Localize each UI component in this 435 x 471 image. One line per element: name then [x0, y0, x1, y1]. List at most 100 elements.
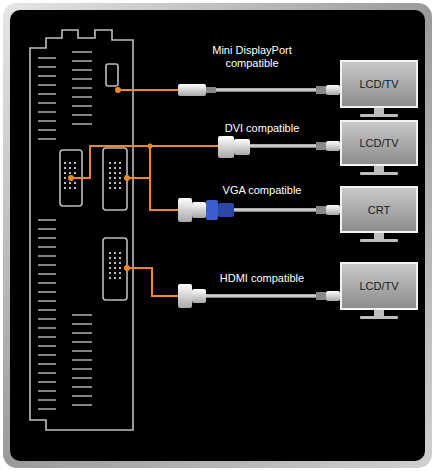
vent-slot — [38, 408, 56, 409]
bracket-outline — [30, 30, 133, 430]
drawing-part — [374, 233, 384, 239]
drawing-part — [360, 172, 398, 175]
port-pin — [119, 167, 121, 169]
port-pin — [69, 167, 71, 169]
drawing-part — [192, 289, 206, 303]
drawing-part — [316, 86, 326, 94]
monitor-screen: LCD/TV — [340, 120, 418, 166]
drawing-part — [234, 139, 250, 155]
vent-slot — [38, 291, 56, 292]
cable — [216, 88, 316, 92]
bracket — [30, 30, 133, 430]
vent-slot — [72, 323, 92, 324]
port-pin — [119, 277, 121, 279]
drawing-part — [124, 175, 130, 181]
vent-slots — [38, 52, 92, 409]
vent-slot — [72, 350, 92, 351]
port-pin — [119, 267, 121, 269]
drawing-part — [115, 87, 121, 93]
vent-slot — [72, 377, 92, 378]
port-pin — [74, 162, 76, 164]
port-pin — [114, 172, 116, 174]
port-pin — [109, 267, 111, 269]
port-pin — [64, 182, 66, 184]
port-pin — [119, 172, 121, 174]
drawing-part — [148, 144, 153, 149]
cable — [250, 144, 316, 148]
vent-slot — [38, 336, 56, 337]
port-pin — [109, 172, 111, 174]
dvi-port — [103, 148, 127, 210]
vent-slot — [38, 129, 56, 130]
vent-slot — [72, 359, 92, 360]
vent-slot — [38, 390, 56, 391]
port-pin — [114, 277, 116, 279]
outer-frame — [3, 3, 432, 468]
dvi-vga-adapter — [178, 198, 192, 222]
vent-slot — [38, 381, 56, 382]
drawing-part — [360, 239, 398, 242]
vent-slot — [38, 93, 56, 94]
leader-line — [127, 177, 150, 179]
port-pin — [64, 187, 66, 189]
port-pin — [109, 257, 111, 259]
inner-panel — [10, 10, 425, 461]
cable — [206, 294, 316, 298]
vent-slot — [72, 114, 92, 115]
vent-slot — [38, 228, 56, 229]
vent-slot — [38, 363, 56, 364]
vent-slot — [38, 57, 56, 58]
drawing-part — [374, 166, 384, 172]
cable — [234, 208, 316, 212]
vent-slot — [38, 354, 56, 355]
dvi-port — [103, 238, 127, 300]
vent-slot — [38, 327, 56, 328]
vent-slot — [72, 51, 92, 52]
port-pin — [119, 252, 121, 254]
drawing-part — [374, 310, 384, 316]
screen-label: LCD/TV — [359, 280, 398, 292]
drawing-part — [326, 205, 340, 215]
port-pin — [114, 182, 116, 184]
vent-slot — [72, 105, 92, 106]
vent-slot — [38, 264, 56, 265]
port-pin — [64, 172, 66, 174]
screen-label: CRT — [368, 204, 390, 216]
cable-label: DVI compatible — [207, 122, 317, 135]
port-pin — [69, 187, 71, 189]
vent-slot — [72, 78, 92, 79]
vent-slot — [38, 345, 56, 346]
vent-slot — [38, 300, 56, 301]
leader-line — [150, 146, 178, 210]
port-pin — [119, 187, 121, 189]
screen-label: LCD/TV — [359, 78, 398, 90]
vent-slot — [38, 273, 56, 274]
port-pin — [119, 177, 121, 179]
cable-label: VGA compatible — [207, 184, 317, 197]
vent-slot — [72, 96, 92, 97]
port-pin — [119, 272, 121, 274]
vent-slot — [72, 123, 92, 124]
cables — [178, 84, 340, 308]
port-pin — [109, 187, 111, 189]
port-pin — [114, 162, 116, 164]
leader-line — [71, 146, 218, 178]
mini-dp-plug — [178, 84, 206, 96]
dvi-plug — [218, 136, 234, 158]
leader-line — [118, 89, 178, 91]
port-pin — [109, 167, 111, 169]
port-pin — [114, 262, 116, 264]
port-pin — [69, 162, 71, 164]
vent-slot — [72, 314, 92, 315]
monitor-screen: LCD/TV — [340, 60, 418, 108]
drawing-part — [326, 291, 340, 301]
port-pin — [119, 257, 121, 259]
port-pin — [109, 277, 111, 279]
vent-slot — [38, 75, 56, 76]
port-pin — [109, 262, 111, 264]
drawing-part — [218, 203, 234, 217]
port-pin — [114, 167, 116, 169]
vent-slot — [38, 84, 56, 85]
drawing-part — [326, 141, 340, 151]
